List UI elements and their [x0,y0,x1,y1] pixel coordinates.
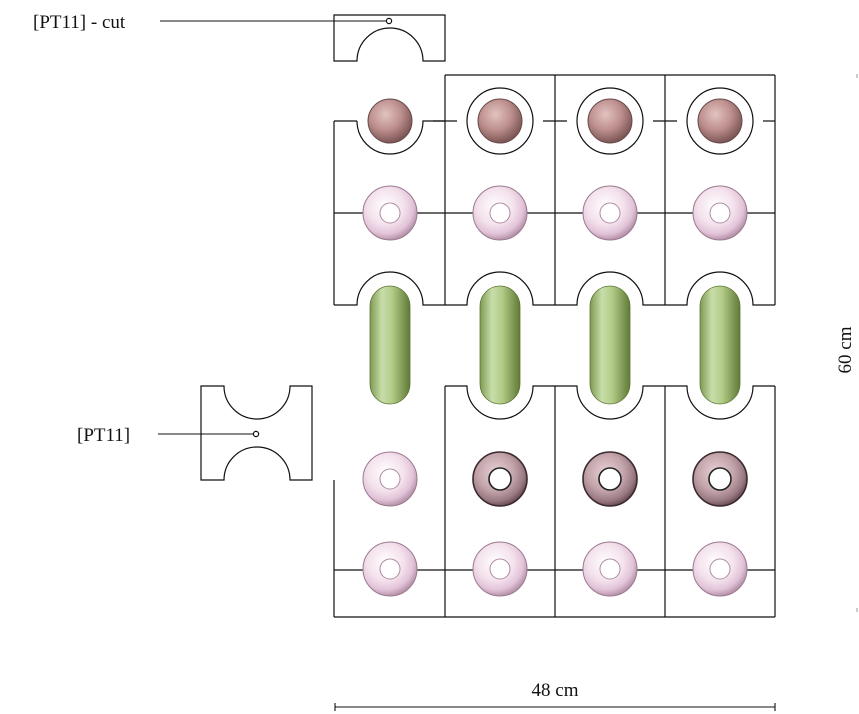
tile-items [362,98,748,597]
height-dimension: 60 cm [835,74,858,612]
dark-torus-bead [362,451,418,507]
light-torus-bead-hole [489,558,511,580]
sphere-ring [686,87,754,155]
notch-edge [665,271,775,306]
capsule-bead [589,285,631,405]
pt11-leader-dot [252,430,260,438]
light-torus-bead [582,541,638,597]
notch-edge [555,385,665,420]
capsule-bead [369,285,411,405]
dark-torus-bead [692,451,748,507]
sphere-ring [576,87,644,155]
pt11-callout: [PT11] [77,425,260,446]
sphere-bead [697,98,743,144]
width-dimension: 48 cm [334,680,776,711]
sphere-bead [587,98,633,144]
notch-edge [665,385,775,420]
light-torus-bead-hole [709,558,731,580]
light-torus-bead [692,541,748,597]
dark-torus-bead-hole [379,468,401,490]
dark-torus-bead-hole [488,467,512,491]
notch-edge [356,120,445,155]
height-dimension-label: 60 cm [835,326,856,373]
pt11-cut-tile [333,14,446,62]
dark-torus-bead [472,451,528,507]
notch-edge [445,271,555,306]
notch-edge [334,271,445,306]
light-torus-bead-hole [489,202,511,224]
light-torus-bead-hole [379,558,401,580]
light-torus-bead [362,185,418,241]
light-torus-bead [582,185,638,241]
light-torus-bead-hole [599,558,621,580]
light-torus-bead [692,185,748,241]
capsule-bead [479,285,521,405]
light-torus-bead-hole [599,202,621,224]
pt11-cut-leader-dot [385,17,393,25]
notch-edge [555,271,665,306]
pt11-cut-callout: [PT11] - cut [33,12,393,33]
sphere-bead [477,98,523,144]
light-torus-bead-hole [379,202,401,224]
dark-torus-bead-hole [708,467,732,491]
pt11-tile [200,385,313,481]
light-torus-bead [472,541,528,597]
capsule-bead [699,285,741,405]
width-dimension-label: 48 cm [532,680,579,701]
sphere-ring [466,87,534,155]
sphere-bead [367,98,413,144]
dark-torus-bead-hole [598,467,622,491]
notch-edge [445,385,555,420]
light-torus-bead-hole [709,202,731,224]
dark-torus-bead [582,451,638,507]
pt11-cut-label: [PT11] - cut [33,12,126,33]
pt11-label: [PT11] [77,425,130,446]
light-torus-bead [472,185,528,241]
light-torus-bead [362,541,418,597]
